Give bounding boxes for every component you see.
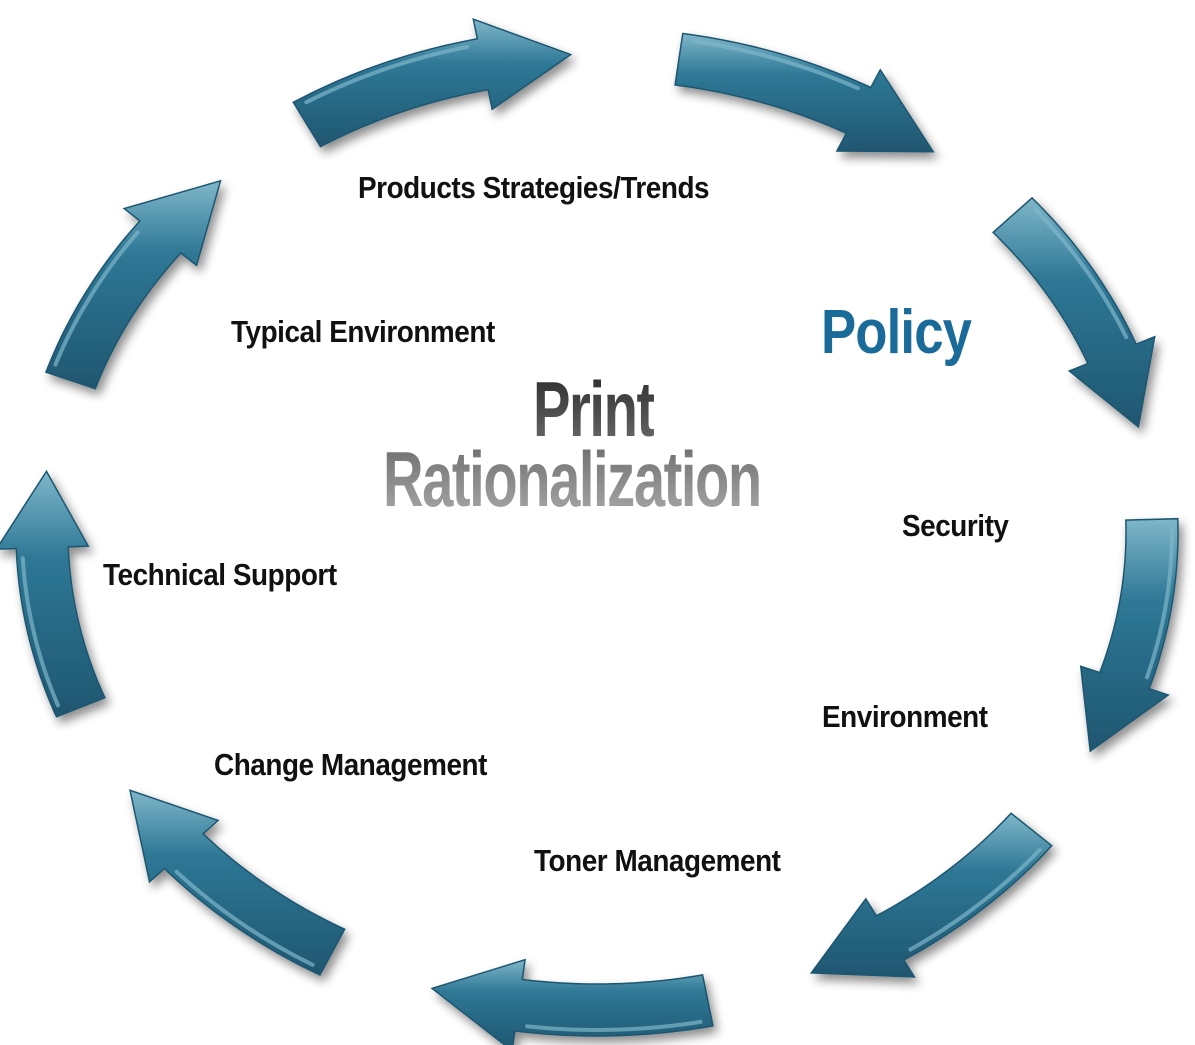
cycle-arrow-8 [0, 469, 106, 718]
cycle-arrow-highlight-6 [525, 1019, 703, 1033]
cycle-arrow-highlight-1 [304, 44, 470, 105]
technical-support-label: Technical Support [103, 557, 337, 592]
products-strategies-label: Products Strategies/Trends [358, 170, 710, 205]
cycle-arrow-5 [809, 812, 1053, 978]
cycle-arrow-highlight-2 [691, 39, 860, 91]
cycle-arrow-highlight-7 [174, 869, 315, 967]
cycle-arrow-highlight-3 [1033, 207, 1129, 340]
policy-label: Policy [821, 298, 972, 367]
cycle-arrow-highlight-4 [1144, 526, 1174, 680]
cycle-arrow-2 [674, 32, 935, 153]
security-label: Security [902, 508, 1009, 543]
cycle-arrow-highlight-5 [908, 847, 1042, 952]
diagram-title-print: Print [533, 365, 655, 453]
cycle-arrow-9 [44, 179, 222, 390]
cycle-arrow-7 [129, 789, 346, 976]
cycle-arrow-3 [992, 196, 1156, 429]
cycle-arrow-1 [292, 18, 573, 148]
environment-label: Environment [822, 699, 988, 734]
cycle-arrow-highlight-9 [53, 230, 140, 367]
typical-environment-label: Typical Environment [231, 314, 495, 349]
diagram-title-rationalization: Rationalization [383, 435, 762, 523]
cycle-arrow-highlight-8 [20, 556, 60, 708]
cycle-arrow-4 [1079, 517, 1179, 753]
toner-management-label: Toner Management [534, 843, 781, 878]
change-management-label: Change Management [214, 747, 487, 782]
cycle-arrow-6 [430, 958, 714, 1045]
